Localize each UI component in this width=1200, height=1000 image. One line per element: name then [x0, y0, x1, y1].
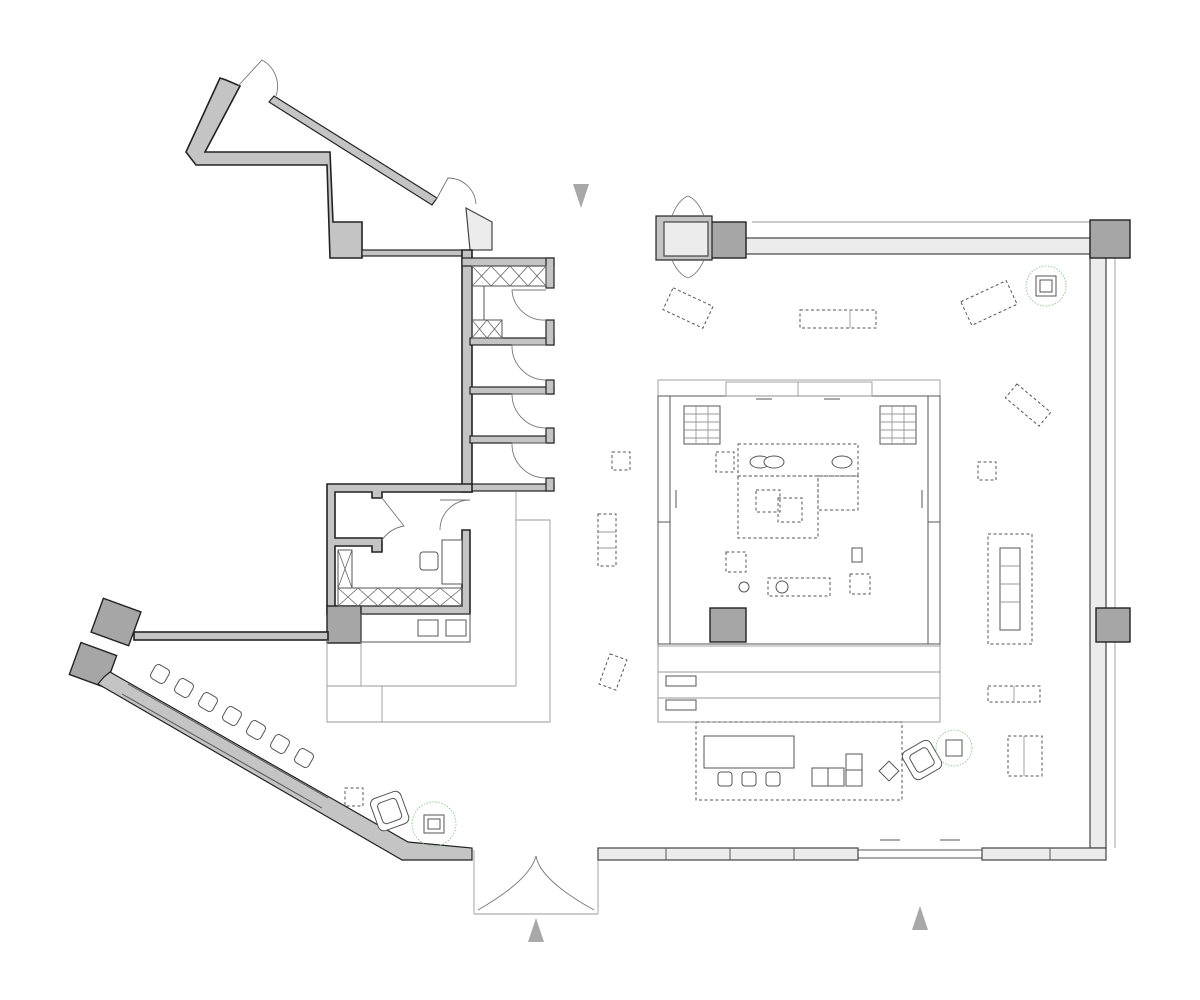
bottom-wall-seg-2 — [981, 847, 1107, 861]
left-wing-walls — [68, 77, 555, 861]
door-swing-icon[interactable] — [511, 289, 547, 321]
stairs-right — [879, 405, 917, 445]
door-swing-icon[interactable] — [237, 59, 279, 97]
left-long-wall — [133, 631, 329, 641]
door-swing-icon[interactable] — [535, 855, 595, 911]
door-swings-left — [237, 59, 547, 541]
column-top-left — [709, 221, 747, 259]
door-swing-icon[interactable] — [511, 442, 547, 479]
entrance-marker-icon — [912, 906, 928, 930]
partition-3 — [469, 435, 555, 444]
hall-guides — [326, 492, 551, 723]
plant-icon — [935, 729, 973, 767]
plant-icon — [1025, 265, 1067, 307]
bottom-wall-seg-1 — [597, 847, 859, 861]
wall-mullions — [665, 848, 1051, 860]
bar-stool[interactable] — [717, 771, 733, 787]
column-right-mid — [1095, 607, 1131, 643]
door-swing-icon[interactable] — [511, 344, 547, 381]
sink-1 — [417, 619, 439, 637]
east-stub-2 — [545, 379, 555, 395]
service-east-wall-1 — [545, 257, 555, 289]
vestibule-inner — [663, 221, 709, 257]
bar-stool[interactable] — [173, 677, 195, 699]
office-desk — [441, 539, 463, 585]
column-pavilion — [709, 607, 747, 643]
pavilion-inner — [669, 395, 929, 645]
bar-stools — [149, 663, 315, 769]
lower-service-wall — [326, 483, 473, 615]
entrance-marker-icon — [573, 184, 589, 208]
column-top-right — [1089, 219, 1131, 259]
storage-racks — [337, 265, 547, 607]
partition-1 — [469, 337, 555, 346]
side-table — [344, 787, 364, 807]
service-top-wall — [461, 257, 555, 267]
top-link-wall — [361, 249, 463, 257]
main-entrance — [473, 850, 599, 915]
column-left-upper — [90, 597, 142, 647]
hall-furniture — [597, 265, 1067, 777]
office-chair[interactable] — [419, 551, 439, 571]
dining-table — [725, 547, 871, 597]
door-swing-icon[interactable] — [477, 855, 537, 911]
east-stub-1 — [545, 319, 555, 346]
service-entry-piece — [465, 206, 493, 251]
bar-stool[interactable] — [293, 747, 315, 769]
door-swing-icon[interactable] — [671, 259, 705, 279]
top-glazed-wall — [745, 237, 1091, 255]
column-left-mid — [326, 605, 362, 644]
armchair-icon[interactable] — [900, 738, 944, 782]
stairs-left — [683, 405, 721, 445]
office-furniture — [360, 539, 471, 643]
bar-seating — [121, 663, 329, 809]
entrance-marker-icon — [528, 918, 544, 942]
bar-stool[interactable] — [765, 771, 781, 787]
door-swing-icon[interactable] — [381, 497, 405, 541]
bar-stool[interactable] — [245, 719, 267, 741]
bar-stool[interactable] — [741, 771, 757, 787]
bar-stool[interactable] — [221, 705, 243, 727]
door-swing-icon[interactable] — [439, 499, 471, 531]
door-swing-icon[interactable] — [671, 195, 705, 217]
right-hall-walls — [597, 195, 1131, 861]
door-swing-icon[interactable] — [435, 177, 477, 205]
bar-stool[interactable] — [269, 733, 291, 755]
bar-stool[interactable] — [197, 691, 219, 713]
armchair-icon[interactable] — [369, 790, 411, 833]
pavilion-outline — [657, 379, 941, 723]
bar-stool[interactable] — [149, 663, 171, 685]
sink-2 — [445, 619, 467, 637]
central-pavilion — [657, 379, 941, 723]
plant-icon — [411, 801, 457, 847]
bottom-diagonal-wall — [97, 671, 473, 861]
service-block-west-wall — [461, 249, 473, 493]
upper-angled-wall — [185, 77, 363, 259]
lounge-left — [344, 787, 457, 847]
pavilion-arrows — [675, 398, 923, 508]
door-swing-icon[interactable] — [511, 393, 547, 429]
partition-2 — [469, 386, 555, 395]
sofa-set — [715, 443, 859, 539]
east-stub-3 — [545, 427, 555, 444]
right-glazed-wall — [1089, 253, 1107, 849]
east-stub-4 — [545, 477, 555, 492]
sink-counter — [360, 613, 471, 643]
partition-4 — [469, 483, 555, 492]
lower-counter — [657, 645, 973, 801]
diagonal-facade-wall — [268, 95, 438, 206]
